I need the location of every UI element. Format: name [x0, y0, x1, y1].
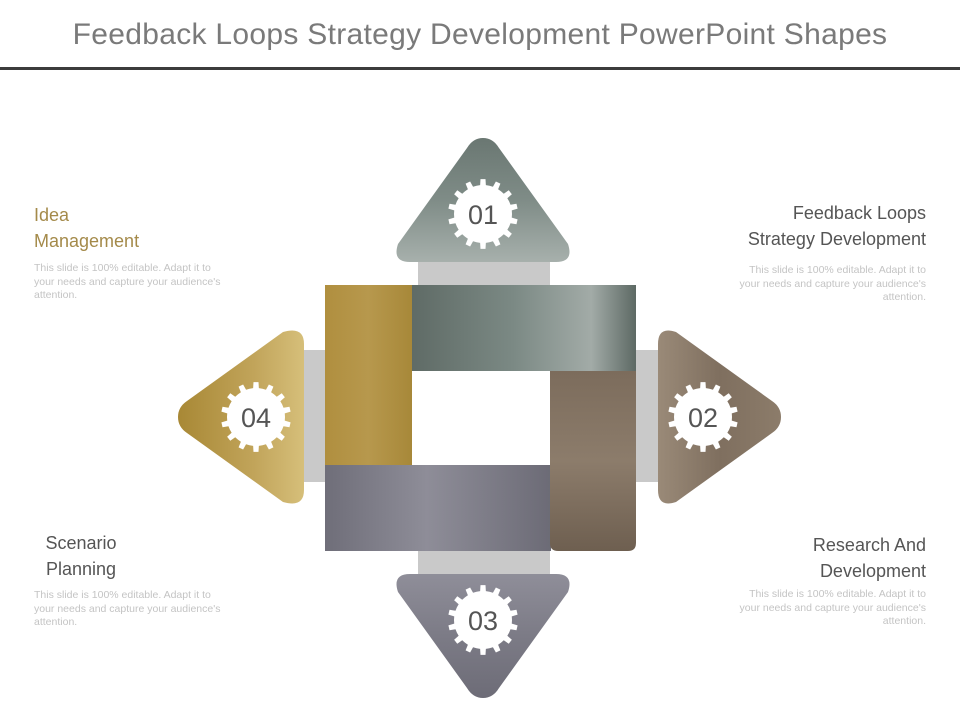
step-02-description-line2: your needs and capture your audience's — [739, 601, 926, 614]
connector-bottom — [418, 548, 550, 574]
step-01-heading-line2: Strategy Development — [747, 229, 926, 249]
step-03-description-line2: your needs and capture your audience's — [34, 602, 221, 615]
connector-right — [633, 350, 659, 482]
step-01-heading-line1: Feedback Loops — [792, 203, 926, 223]
gear-icon — [448, 179, 518, 249]
band-bottom-slate — [325, 465, 551, 551]
gear-icon — [221, 382, 291, 452]
band-right-brown — [550, 371, 636, 551]
step-04-description: This slide is 100% editable. Adapt it to… — [34, 262, 274, 303]
step-03-description: This slide is 100% editable. Adapt it to… — [34, 589, 274, 630]
step-03-description-line1: This slide is 100% editable. Adapt it to — [34, 589, 211, 601]
step-number-01: 01 — [468, 200, 498, 230]
step-04-description-line3: attention. — [34, 289, 78, 301]
step-01-heading: Feedback Loops Strategy Development — [626, 200, 926, 252]
step-01-description-line2: your needs and capture your audience's — [739, 277, 926, 290]
gear-outline — [221, 382, 291, 452]
step-number-03: 03 — [468, 606, 498, 636]
step-03-heading: Scenario Planning — [20, 530, 142, 582]
step-04-heading: Idea Management — [34, 202, 254, 254]
step-02-description-line1: This slide is 100% editable. Adapt it to — [749, 588, 926, 600]
step-02-heading-line2: Development — [819, 561, 926, 581]
gear-outline — [668, 382, 738, 452]
gear-outline — [448, 179, 518, 249]
step-04-heading-line1: Idea — [34, 205, 70, 225]
step-01-description: This slide is 100% editable. Adapt it to… — [676, 264, 926, 305]
step-04-description-line1: This slide is 100% editable. Adapt it to — [34, 262, 211, 274]
step-01-description-line3: attention. — [882, 291, 926, 303]
step-02-description: This slide is 100% editable. Adapt it to… — [676, 588, 926, 629]
step-03-heading-line1: Scenario — [45, 533, 117, 553]
gear-outline — [448, 585, 518, 655]
gear-icon — [668, 382, 738, 452]
gear-icon — [448, 585, 518, 655]
connector-left — [303, 350, 329, 482]
step-02-heading-line1: Research And — [812, 535, 926, 555]
step-02-description-line3: attention. — [882, 615, 926, 627]
page-title: Feedback Loops Strategy Development Powe… — [72, 18, 888, 51]
step-03-description-line3: attention. — [34, 616, 78, 628]
band-left-gold — [325, 285, 412, 465]
title-divider — [0, 67, 960, 70]
step-04-description-line2: your needs and capture your audience's — [34, 275, 221, 288]
step-03-heading-line2: Planning — [45, 559, 117, 579]
connector-top — [418, 262, 550, 288]
step-04-heading-line2: Management — [34, 231, 140, 251]
step-01-description-line1: This slide is 100% editable. Adapt it to — [749, 264, 926, 276]
step-number-02: 02 — [688, 403, 718, 433]
step-02-heading: Research And Development — [676, 532, 926, 584]
step-number-04: 04 — [241, 403, 271, 433]
band-top-sage — [412, 285, 636, 371]
